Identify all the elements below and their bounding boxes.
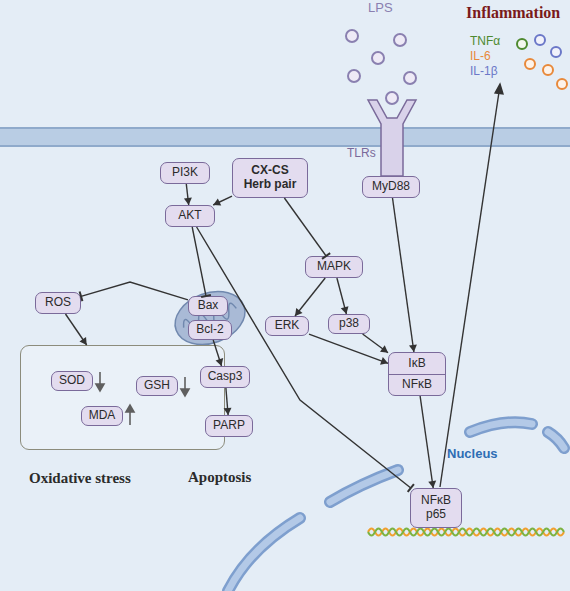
- cytokine-dot: [525, 59, 535, 69]
- node-text: NFκB p65: [411, 494, 461, 522]
- marker-box: MDA: [81, 406, 123, 426]
- section-title: Inflammation: [466, 4, 560, 22]
- node-text: NFκB: [389, 375, 445, 395]
- dna-strand: [368, 529, 564, 536]
- node-text: p38: [339, 317, 359, 331]
- cytokine-label: IL-1β: [470, 64, 498, 78]
- cytokine-dot: [551, 47, 561, 57]
- compartment-label: Nucleus: [447, 446, 498, 461]
- herb-pair-box: CX-CS Herb pair: [232, 158, 308, 198]
- node-text: ERK: [275, 319, 300, 333]
- caspase-box: Casp3: [200, 366, 250, 388]
- dna-helix: [368, 529, 564, 536]
- protein-box: PI3K: [160, 162, 210, 184]
- protein-box: Bcl-2: [188, 320, 232, 340]
- section-label: Apoptosis: [188, 469, 251, 486]
- protein-box: PARP: [205, 415, 253, 437]
- envelope-segment: [228, 518, 300, 591]
- mitochondrion: [168, 282, 253, 354]
- membrane-edge: [0, 145, 570, 147]
- lps-dot: [386, 92, 398, 104]
- activation-connector: [337, 278, 347, 314]
- tlr-receptor: [368, 100, 416, 176]
- cytokine-dot: [535, 35, 545, 45]
- cytokine-label: IL-6: [470, 49, 491, 63]
- envelope-segment: [470, 422, 532, 432]
- envelope-segment: [548, 432, 564, 448]
- dna-strand: [368, 529, 564, 536]
- activation-connector: [295, 278, 325, 316]
- receptor-label: TLRs: [347, 146, 376, 160]
- node-text: MAPK: [317, 260, 351, 274]
- node-text: Bcl-2: [196, 323, 223, 337]
- node-text: PI3K: [172, 166, 198, 180]
- node-text: Bax: [198, 299, 219, 313]
- kinase-box: AKT: [165, 205, 215, 227]
- inhibition-connector: [81, 282, 188, 300]
- node-text: MDA: [89, 409, 116, 423]
- lps-dot: [346, 30, 358, 42]
- cytokine-dot: [557, 79, 567, 89]
- marker-box: SOD: [51, 371, 93, 391]
- secretion-arrow: [440, 84, 503, 487]
- node-text: Casp3: [208, 370, 243, 384]
- activation-connector: [420, 396, 433, 488]
- protein-box: Bax: [188, 296, 228, 316]
- inhibition-connector: [197, 227, 411, 488]
- ros-box: ROS: [35, 292, 81, 314]
- lps-dot: [348, 70, 360, 82]
- membrane-edge: [0, 127, 570, 129]
- lps-dot: [404, 72, 416, 84]
- lps-label: LPS: [368, 0, 393, 15]
- complex-box: IκBNFκB: [388, 352, 446, 396]
- group-heading: Oxidative stress: [29, 470, 131, 487]
- activation-connector: [186, 184, 188, 205]
- oxidative-group: Oxidative stressSODGSHMDA: [20, 345, 225, 450]
- node-text: ROS: [45, 296, 71, 310]
- activation-connector: [226, 388, 228, 415]
- activation-connector: [393, 198, 414, 352]
- kinase-box: p38: [328, 314, 370, 334]
- adaptor-box: MyD88: [362, 176, 420, 198]
- marker-box: GSH: [136, 376, 178, 396]
- activation-connector: [66, 314, 87, 345]
- activation-connector: [213, 196, 232, 205]
- activation-connector: [309, 334, 388, 363]
- activation-connector: [213, 340, 221, 366]
- secretion-head: [495, 84, 503, 94]
- mito-outer: [168, 282, 253, 354]
- node-text: IκB: [389, 354, 445, 375]
- kinase-box: ERK: [265, 316, 309, 336]
- envelope-segment: [470, 422, 532, 432]
- node-text: SOD: [59, 374, 85, 388]
- nuclear-envelope: [228, 422, 564, 591]
- inhibition-connector: [192, 227, 206, 296]
- node-text: GSH: [144, 379, 170, 393]
- node-text: AKT: [178, 209, 201, 223]
- cytokine-label: TNFα: [470, 34, 500, 48]
- envelope-segment: [548, 432, 564, 448]
- envelope-segment: [228, 518, 300, 591]
- inhibition-connector: [284, 198, 326, 256]
- lps-molecules: [346, 30, 416, 104]
- envelope-segment: [330, 470, 398, 502]
- envelope-segment: [330, 470, 398, 502]
- cytokine-dot: [543, 65, 553, 75]
- node-text: CX-CS Herb pair: [241, 164, 299, 192]
- node-text: MyD88: [372, 180, 410, 194]
- cytokines: [517, 35, 567, 89]
- lps-dot: [372, 52, 384, 64]
- cell-membrane: [0, 128, 570, 146]
- node-text: PARP: [213, 419, 245, 433]
- secretion-line: [440, 92, 499, 487]
- kinase-box: MAPK: [305, 256, 363, 278]
- cytokine-dot: [517, 39, 527, 49]
- activation-connector: [363, 334, 388, 353]
- lps-dot: [394, 34, 406, 46]
- transcription-box: NFκB p65: [410, 488, 462, 528]
